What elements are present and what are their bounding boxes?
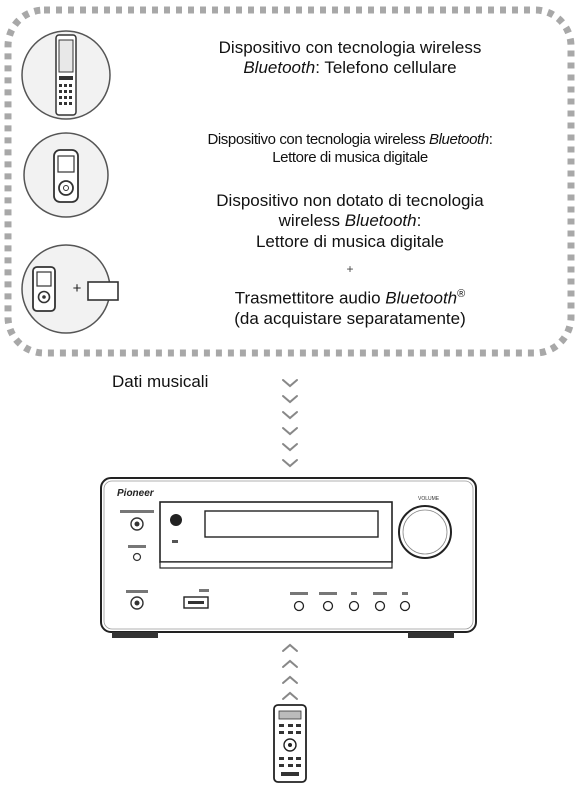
icon-plus-sign: +	[72, 280, 82, 297]
plus-sign: +	[346, 262, 354, 276]
pt-line2b: :	[416, 211, 422, 231]
label-transmitter: Trasmettitore audio Bluetooth® (da acqui…	[140, 288, 560, 329]
receiver-unit: Pioneer VOLUME	[100, 477, 477, 638]
player-line1-end: :	[488, 131, 493, 148]
data-label: Dati musicali	[112, 372, 209, 391]
svg-text:VOLUME: VOLUME	[418, 496, 440, 502]
tx-reg: ®	[457, 288, 466, 300]
label-phone: Dispositivo con tecnologia wireless Blue…	[150, 38, 550, 79]
phone-line2: : Telefono cellulare	[315, 58, 457, 78]
label-player: Dispositivo con tecnologia wireless Blue…	[130, 131, 570, 167]
remote-control-icon	[273, 704, 307, 783]
phone-bt: Bluetooth	[243, 58, 316, 78]
player-line1: Dispositivo con tecnologia wireless	[207, 131, 429, 148]
tx-line1: Trasmettitore audio	[234, 288, 386, 308]
device-group-frame	[4, 6, 575, 357]
player-bt: Bluetooth	[428, 131, 489, 148]
phone-icon	[21, 30, 111, 120]
player-line2: Lettore di musica digitale	[272, 149, 428, 166]
pt-line2a: wireless	[278, 211, 345, 231]
pt-bt: Bluetooth	[344, 211, 417, 231]
music-player-icon	[23, 132, 109, 218]
pt-line3: Lettore di musica digitale	[255, 231, 445, 251]
data-flow-arrows	[282, 379, 298, 468]
player-transmitter-icon	[21, 244, 119, 334]
brand-logo: Pioneer	[117, 488, 155, 499]
remote-signal-arrows	[282, 643, 298, 700]
label-player-transmitter: Dispositivo non dotato di tecnologia wir…	[140, 191, 560, 252]
tx-line2: (da acquistare separatamente)	[234, 309, 466, 329]
tx-bt: Bluetooth	[385, 288, 458, 308]
pt-line1: Dispositivo non dotato di tecnologia	[216, 191, 484, 210]
phone-line1: Dispositivo con tecnologia wireless	[218, 38, 482, 57]
